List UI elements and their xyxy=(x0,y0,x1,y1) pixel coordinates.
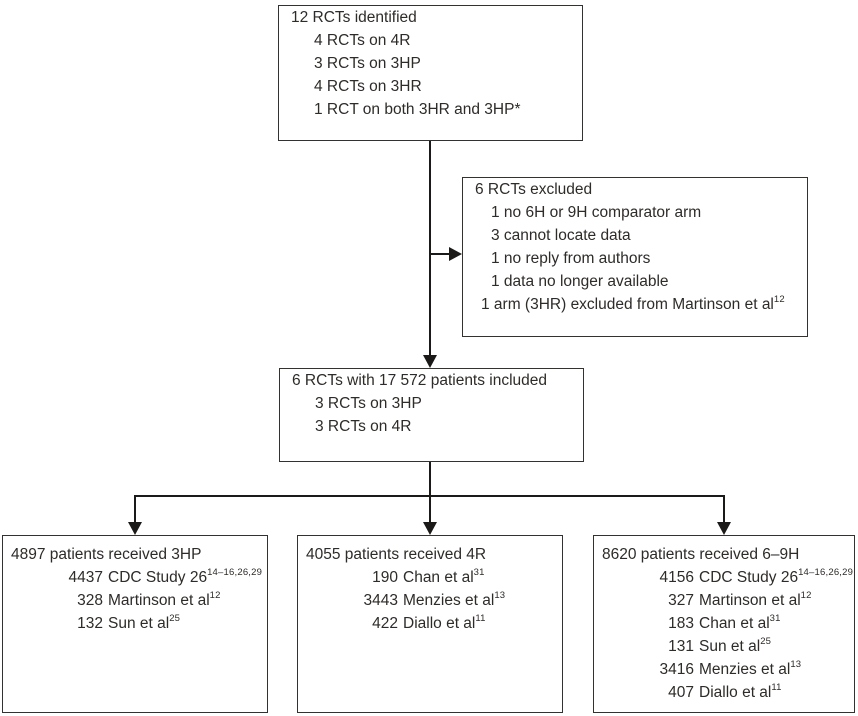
reference-superscript: 13 xyxy=(790,658,802,670)
study-row: 190 Chan et al31 xyxy=(298,566,562,589)
study-name: CDC Study 2614–16,26,29 xyxy=(699,566,854,586)
box-rcts-identified: 12 RCTs identified 4 RCTs on 4R 3 RCTs o… xyxy=(278,5,583,141)
study-row: 131 Sun et al25 xyxy=(594,635,854,658)
study-name: Menzies et al13 xyxy=(699,658,802,678)
reference-superscript: 12 xyxy=(800,589,812,601)
box-received-3hp: 4897 patients received 3HP 4437 CDC Stud… xyxy=(2,535,268,713)
study-count: 132 xyxy=(77,615,103,632)
box-rcts-included: 6 RCTs with 17 572 patients included 3 R… xyxy=(279,368,584,462)
box-received-4r: 4055 patients received 4R 190 Chan et al… xyxy=(297,535,563,713)
reference-superscript: 31 xyxy=(769,612,781,624)
study-name: Martinson et al12 xyxy=(108,589,221,609)
study-count: 190 xyxy=(372,569,398,586)
included-item: 3 RCTs on 4R xyxy=(315,418,412,435)
box-rcts-excluded: 6 RCTs excluded 1 no 6H or 9H comparator… xyxy=(462,177,808,337)
study-row: 132 Sun et al25 xyxy=(3,612,267,635)
reference-superscript: 14–16,26,29 xyxy=(207,566,263,578)
arrowhead-down-included-icon xyxy=(423,355,437,368)
study-row: 407 Diallo et al11 xyxy=(594,681,854,704)
box-received-6-9h: 8620 patients received 6–9H 4156 CDC Stu… xyxy=(593,535,855,713)
study-count: 328 xyxy=(77,592,103,609)
excluded-item: 1 data no longer available xyxy=(491,273,669,290)
study-name: Diallo et al11 xyxy=(403,612,486,632)
excluded-item: 1 no reply from authors xyxy=(491,250,651,267)
identified-item: 3 RCTs on 3HP xyxy=(314,55,421,72)
study-row: 327 Martinson et al12 xyxy=(594,589,854,612)
study-name: CDC Study 2614–16,26,29 xyxy=(108,566,263,586)
connector-stem-6-9h xyxy=(723,495,725,523)
box-rcts-excluded-title: 6 RCTs excluded xyxy=(475,181,593,198)
study-count: 4156 xyxy=(659,569,694,586)
connector-included-to-branch xyxy=(429,462,431,496)
reference-superscript: 13 xyxy=(494,589,506,601)
study-row: 422 Diallo et al11 xyxy=(298,612,562,635)
excluded-item: 1 no 6H or 9H comparator arm xyxy=(491,204,702,221)
study-count: 4437 xyxy=(68,569,103,586)
arrowhead-down-4r-icon xyxy=(423,522,437,535)
identified-item: 1 RCT on both 3HR and 3HP* xyxy=(314,101,521,118)
identified-item: 4 RCTs on 4R xyxy=(314,32,411,49)
reference-superscript: 12 xyxy=(773,293,785,305)
connector-identified-to-included xyxy=(429,141,431,356)
excluded-item: 3 cannot locate data xyxy=(491,227,631,244)
box-rcts-identified-title: 12 RCTs identified xyxy=(291,9,417,26)
excluded-item-hanging: 1 arm (3HR) excluded from Martinson et a… xyxy=(481,293,785,313)
included-item: 3 RCTs on 3HP xyxy=(315,395,422,412)
study-count: 183 xyxy=(668,615,694,632)
study-name: Chan et al31 xyxy=(403,566,485,586)
study-row: 4156 CDC Study 2614–16,26,29 xyxy=(594,566,854,589)
study-row: 183 Chan et al31 xyxy=(594,612,854,635)
arrowhead-down-3hp-icon xyxy=(128,522,142,535)
study-row: 3416 Menzies et al13 xyxy=(594,658,854,681)
reference-superscript: 11 xyxy=(771,681,782,693)
study-name: Martinson et al12 xyxy=(699,589,812,609)
box-received-6-9h-title: 8620 patients received 6–9H xyxy=(602,546,800,563)
study-count: 407 xyxy=(668,684,694,701)
study-row: 3443 Menzies et al13 xyxy=(298,589,562,612)
reference-superscript: 11 xyxy=(475,612,486,624)
box-received-3hp-title: 4897 patients received 3HP xyxy=(11,546,202,563)
study-name: Menzies et al13 xyxy=(403,589,506,609)
connector-stem-3hp xyxy=(134,495,136,523)
reference-superscript: 31 xyxy=(473,566,485,578)
box-rcts-included-title: 6 RCTs with 17 572 patients included xyxy=(292,372,548,389)
study-name: Sun et al25 xyxy=(699,635,772,655)
study-count: 131 xyxy=(668,638,694,655)
reference-superscript: 12 xyxy=(209,589,221,601)
reference-superscript: 14–16,26,29 xyxy=(798,566,854,578)
study-count: 3443 xyxy=(363,592,398,609)
arrowhead-down-6-9h-icon xyxy=(717,522,731,535)
identified-item: 4 RCTs on 3HR xyxy=(314,78,422,95)
box-received-4r-title: 4055 patients received 4R xyxy=(306,546,487,563)
connector-to-excluded xyxy=(430,253,450,255)
study-count: 3416 xyxy=(659,661,694,678)
study-name: Sun et al25 xyxy=(108,612,181,632)
study-name: Chan et al31 xyxy=(699,612,781,632)
arrowhead-right-excluded-icon xyxy=(449,247,462,261)
study-count: 327 xyxy=(668,592,694,609)
study-row: 4437 CDC Study 2614–16,26,29 xyxy=(3,566,267,589)
study-count: 422 xyxy=(372,615,398,632)
connector-stem-4r xyxy=(429,495,431,523)
study-name: Diallo et al11 xyxy=(699,681,782,701)
reference-superscript: 25 xyxy=(760,635,772,647)
reference-superscript: 25 xyxy=(169,612,181,624)
study-row: 328 Martinson et al12 xyxy=(3,589,267,612)
